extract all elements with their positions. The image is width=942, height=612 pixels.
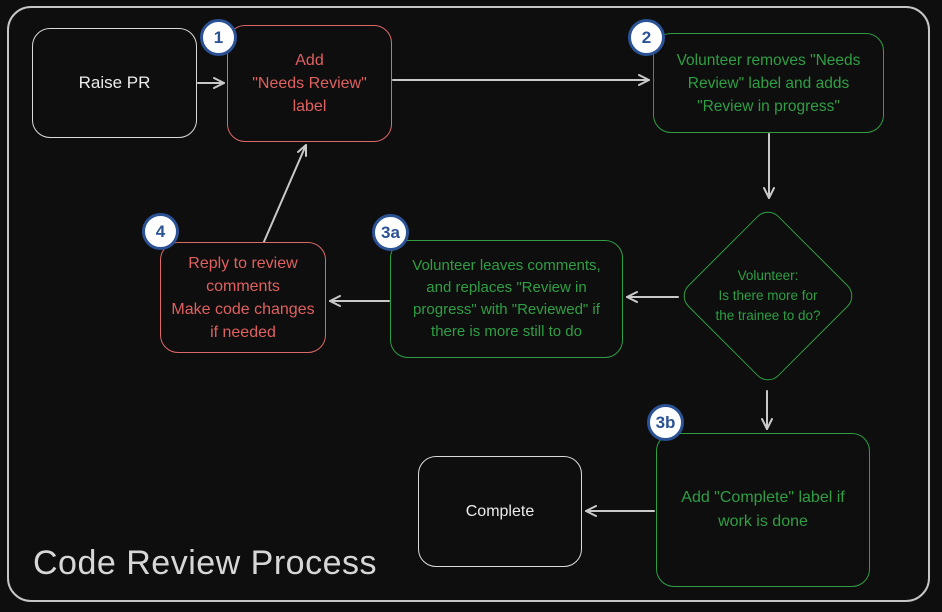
node-volunteer-removes-label: Volunteer removes "Needs Review" label a… <box>653 33 884 133</box>
arrow-step3a-to-step4 <box>329 295 390 307</box>
node-reply-to-review-comments: Reply to review comments Make code chang… <box>160 242 326 353</box>
node-complete: Complete <box>418 456 582 567</box>
step-badge-2: 2 <box>628 19 665 56</box>
arrow-step1-to-step2 <box>392 74 650 86</box>
arrow-raisepr-to-step1 <box>197 77 225 89</box>
node-add-complete-label: Add "Complete" label if work is done <box>656 433 870 587</box>
node-raise-pr: Raise PR <box>32 28 197 138</box>
decision-diamond-label: Volunteer: Is there more for the trainee… <box>715 268 821 323</box>
arrow-step3b-to-complete <box>585 505 655 517</box>
arrow-step4-to-step1 <box>262 144 307 245</box>
step-badge-1: 1 <box>200 19 237 56</box>
node-add-needs-review-label: Add "Needs Review" label <box>227 25 392 142</box>
step-badge-4: 4 <box>142 213 179 250</box>
arrow-decision-to-step3a <box>626 291 679 303</box>
step-badge-3b: 3b <box>647 404 684 441</box>
arrow-step2-to-decision <box>763 133 775 199</box>
arrow-decision-to-step3b <box>761 390 773 430</box>
node-volunteer-leaves-comments: Volunteer leaves comments, and replaces … <box>390 240 623 358</box>
diagram-title: Code Review Process <box>33 544 377 582</box>
step-badge-3a: 3a <box>372 214 409 251</box>
diagram-outer-frame <box>7 6 930 602</box>
